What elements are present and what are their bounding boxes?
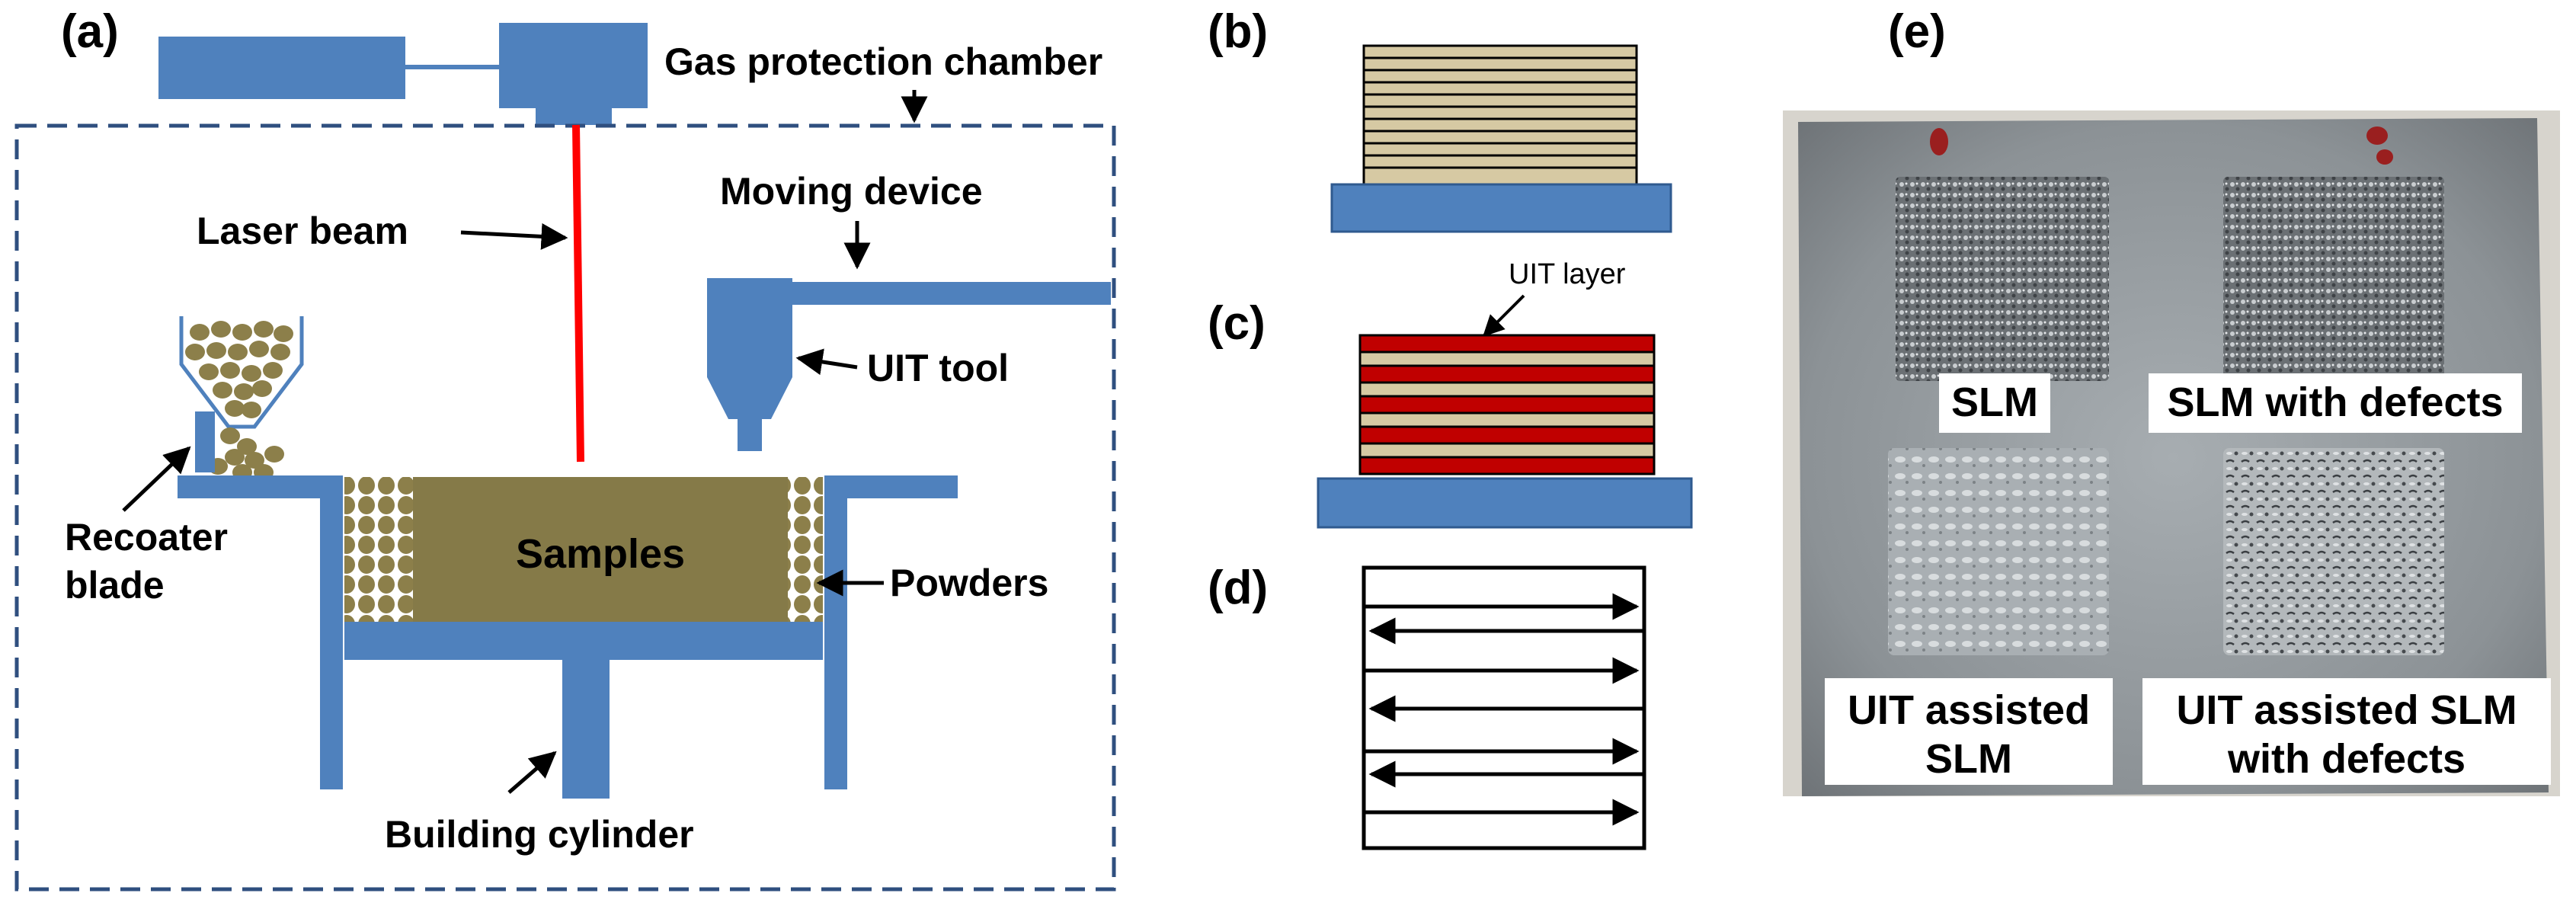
moving-device-label: Moving device: [720, 170, 983, 213]
panel-c-letter: (c): [1208, 297, 1266, 350]
panel-b: (b): [1208, 5, 1672, 233]
laser-source-box: [158, 37, 405, 99]
photo-label-slm-defects: SLM with defects: [2167, 379, 2503, 425]
panel-e-letter: (e): [1888, 5, 1946, 58]
scanner-head: [499, 23, 648, 108]
samples-label: Samples: [516, 531, 685, 577]
photo-label-uit-slm-defects-line1: UIT assisted SLM: [2176, 687, 2517, 733]
slm-layer-stack: [1362, 44, 1638, 186]
uit-tool-arrow: [795, 348, 858, 376]
panel-d: (d): [1208, 562, 1646, 850]
label-box-uit-slm: [1825, 678, 2113, 785]
building-cylinder-arrow: [507, 751, 557, 794]
build-plate: [344, 622, 823, 660]
red-mark-right-a: [2366, 126, 2388, 145]
recoater-arrow: [122, 446, 191, 512]
sample-slm: [1896, 177, 2109, 381]
uit-layer-label: UIT layer: [1509, 258, 1626, 290]
building-cylinder: [562, 660, 610, 799]
uit-layer-stack: [1358, 334, 1656, 475]
photo-label-uit-slm-line2: SLM: [1925, 736, 2012, 782]
gas-protection-chamber: [14, 123, 1116, 892]
scanner-nozzle: [536, 108, 612, 125]
uit-tool-tip: [738, 419, 762, 451]
powder-hopper: [179, 316, 304, 481]
red-mark-left: [1930, 128, 1948, 155]
build-left-wall: [320, 475, 343, 789]
laser-beam: [572, 124, 584, 463]
panel-d-letter: (d): [1208, 562, 1268, 614]
slm-layer-lines: [1364, 56, 1637, 169]
build-right-wall: [824, 475, 847, 789]
laser-beam-label: Laser beam: [197, 210, 408, 252]
photo-label-uit-slm-defects-line2: with defects: [2227, 736, 2466, 782]
sample-uit-slm: [1888, 448, 2109, 655]
gas-chamber-label: Gas protection chamber: [664, 40, 1102, 83]
label-box-slm-defects: [2149, 373, 2522, 433]
panel-b-letter: (b): [1208, 5, 1268, 58]
uit-tool-label: UIT tool: [867, 347, 1009, 389]
label-box-uit-slm-defects: [2142, 678, 2551, 785]
panel-c: (c) UIT layer: [1208, 258, 1693, 529]
recoater-blade: [195, 411, 215, 472]
uit-layer-arrow: [1483, 294, 1525, 337]
photo-label-uit-slm-line1: UIT assisted: [1848, 687, 2090, 733]
sample-uit-slm-defects: [2223, 448, 2444, 655]
scan-path-lines: [1364, 593, 1644, 826]
red-mark-right-b: [2376, 149, 2393, 165]
label-box-slm: [1939, 373, 2050, 433]
samples-block: [413, 477, 788, 622]
recoater-label-line1: Recoater: [65, 516, 228, 559]
uit-tool-body: [707, 278, 792, 419]
panel-e: (e) SLM SLM with defects UIT assisted SL…: [1783, 5, 2560, 796]
powders-label: Powders: [890, 562, 1048, 604]
panel-a-letter: (a): [61, 5, 119, 58]
building-cylinder-label: Building cylinder: [385, 813, 694, 856]
sample-slm-defects: [2223, 177, 2444, 381]
left-platform-ledge: [178, 475, 339, 498]
moving-device-arm: [791, 282, 1111, 305]
panel-c-substrate: [1317, 477, 1693, 529]
photo-label-slm: SLM: [1951, 379, 2038, 425]
recoater-label-line2: blade: [65, 564, 165, 607]
laser-beam-arrow: [460, 222, 568, 250]
panel-b-substrate: [1330, 183, 1672, 233]
panel-a: (a) Gas protection chamber Laser beam Mo…: [14, 5, 1116, 892]
